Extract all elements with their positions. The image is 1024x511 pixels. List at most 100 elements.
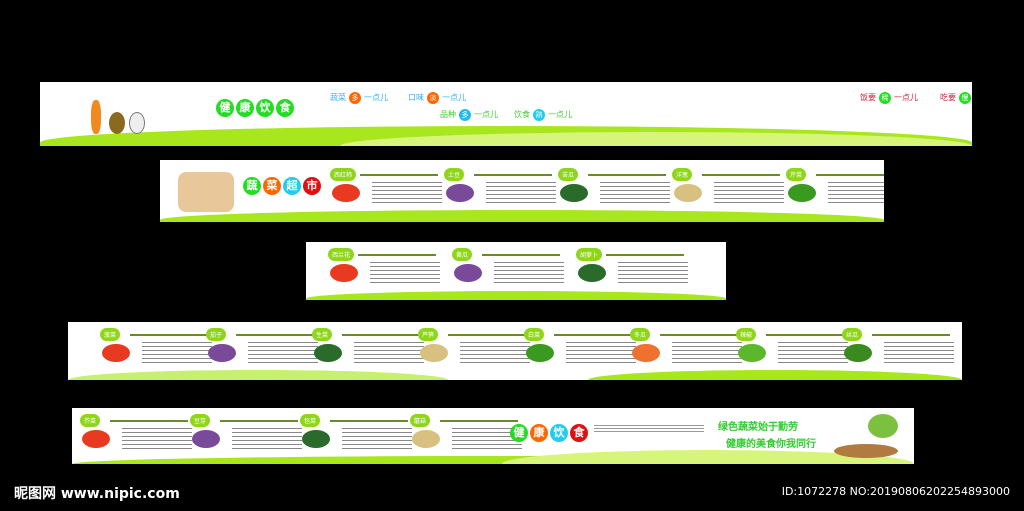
slogan-post: 一点儿	[364, 93, 388, 102]
vegetable-item: 芹菜	[786, 168, 884, 218]
vegetable-image	[788, 184, 816, 202]
slogan: 口味淡一点儿	[408, 92, 466, 104]
title-char: 菜	[263, 177, 281, 195]
vegetable-label: 白菜	[524, 328, 545, 341]
vegetable-image	[560, 184, 588, 202]
vegetable-item: 胡萝卜	[576, 248, 696, 298]
slogan: 吃要慢一点儿	[940, 92, 972, 104]
watermark-logo: 昵图网 www.nipic.com	[14, 486, 180, 502]
description-text	[372, 182, 442, 204]
title-char: 市	[303, 177, 321, 195]
vegetable-image	[738, 344, 766, 362]
vegetable-label: 菠菜	[100, 328, 121, 341]
vegetable-image	[412, 430, 440, 448]
title-char: 超	[283, 177, 301, 195]
slogan-key: 淡	[427, 92, 439, 104]
slogan: 饮食熟一点儿	[514, 109, 572, 121]
description-text	[486, 182, 556, 204]
vegetable-image	[454, 264, 482, 282]
panel-vegetables-3: 西兰花黄瓜胡萝卜	[306, 242, 726, 300]
slogan-key: 慢	[959, 92, 971, 104]
vegetable-item: 菠菜	[100, 328, 220, 378]
vegetable-label: 洋葱	[672, 168, 693, 181]
vegetable-item: 豆芽	[190, 414, 310, 464]
divider	[448, 334, 526, 336]
vegetable-label: 苦瓜	[558, 168, 579, 181]
title-circles: 健康饮食	[510, 421, 590, 442]
description-text	[342, 428, 412, 450]
cartoon-vegetables	[85, 98, 155, 138]
vegetable-image	[330, 264, 358, 282]
vegetable-image	[420, 344, 448, 362]
vegetable-item: 生菜	[312, 328, 432, 378]
watermark-id: ID:1072278 NO:20190806202254893000	[781, 485, 1010, 498]
divider	[554, 334, 632, 336]
vegetable-item: 苦瓜	[558, 168, 678, 218]
market-illustration	[178, 172, 234, 212]
divider	[330, 420, 408, 422]
description-text	[618, 262, 688, 284]
divider	[702, 174, 780, 176]
vegetable-item: 土豆	[444, 168, 564, 218]
divider	[766, 334, 844, 336]
title-char: 健	[216, 99, 234, 117]
divider	[110, 420, 188, 422]
slogan: 品种多一点儿	[440, 109, 498, 121]
vegetable-item: 洋葱	[672, 168, 792, 218]
vegetable-label: 茄子	[206, 328, 227, 341]
vegetable-label: 包菜	[300, 414, 321, 427]
divider	[660, 334, 738, 336]
divider	[130, 334, 208, 336]
vegetable-image	[82, 430, 110, 448]
vegetable-item: 辣椒	[736, 328, 856, 378]
vegetable-image	[446, 184, 474, 202]
vegetable-label: 芦笋	[418, 328, 439, 341]
title-char: 蔬	[243, 177, 261, 195]
vegetable-item: 黄瓜	[452, 248, 572, 298]
description-text	[460, 342, 530, 364]
vegetable-image	[208, 344, 236, 362]
description-text	[600, 182, 670, 204]
description-text	[884, 342, 954, 364]
title-char: 食	[276, 99, 294, 117]
vegetable-image	[314, 344, 342, 362]
vegetable-image	[844, 344, 872, 362]
divider	[220, 420, 298, 422]
vegetable-label: 芥菜	[80, 414, 101, 427]
vegetable-label: 豆芽	[190, 414, 211, 427]
vegetable-image	[526, 344, 554, 362]
slogan-post: 一点儿	[548, 110, 572, 119]
kids-tree-illustration	[824, 414, 904, 460]
vegetable-item: 冬瓜	[630, 328, 750, 378]
vegetable-label: 生菜	[312, 328, 333, 341]
title-char: 康	[236, 99, 254, 117]
divider	[474, 174, 552, 176]
description-text	[714, 182, 784, 204]
vegetable-item: 芥菜	[80, 414, 200, 464]
divider	[360, 174, 438, 176]
slogan-key: 多	[349, 92, 361, 104]
description-text	[566, 342, 636, 364]
title-char: 食	[570, 424, 588, 442]
vegetable-label: 蘑菇	[410, 414, 431, 427]
description-text	[828, 182, 884, 204]
vegetable-label: 黄瓜	[452, 248, 473, 261]
slogan-post: 一点儿	[474, 110, 498, 119]
vegetable-image	[192, 430, 220, 448]
slogan-pre: 蔬菜	[330, 93, 346, 102]
vegetable-item: 白菜	[524, 328, 644, 378]
vegetable-item: 茄子	[206, 328, 326, 378]
description-text	[142, 342, 212, 364]
panel-vegetables-4: 菠菜茄子生菜芦笋白菜冬瓜辣椒丝瓜	[68, 322, 962, 380]
vegetable-item: 芦笋	[418, 328, 538, 378]
slogan: 蔬菜多一点儿	[330, 92, 388, 104]
description-text	[672, 342, 742, 364]
vegetable-image	[578, 264, 606, 282]
vegetable-label: 西红柿	[330, 168, 357, 181]
vegetable-item: 包菜	[300, 414, 420, 464]
divider	[236, 334, 314, 336]
divider	[440, 420, 518, 422]
description-text	[354, 342, 424, 364]
slogan-pre: 品种	[440, 110, 456, 119]
